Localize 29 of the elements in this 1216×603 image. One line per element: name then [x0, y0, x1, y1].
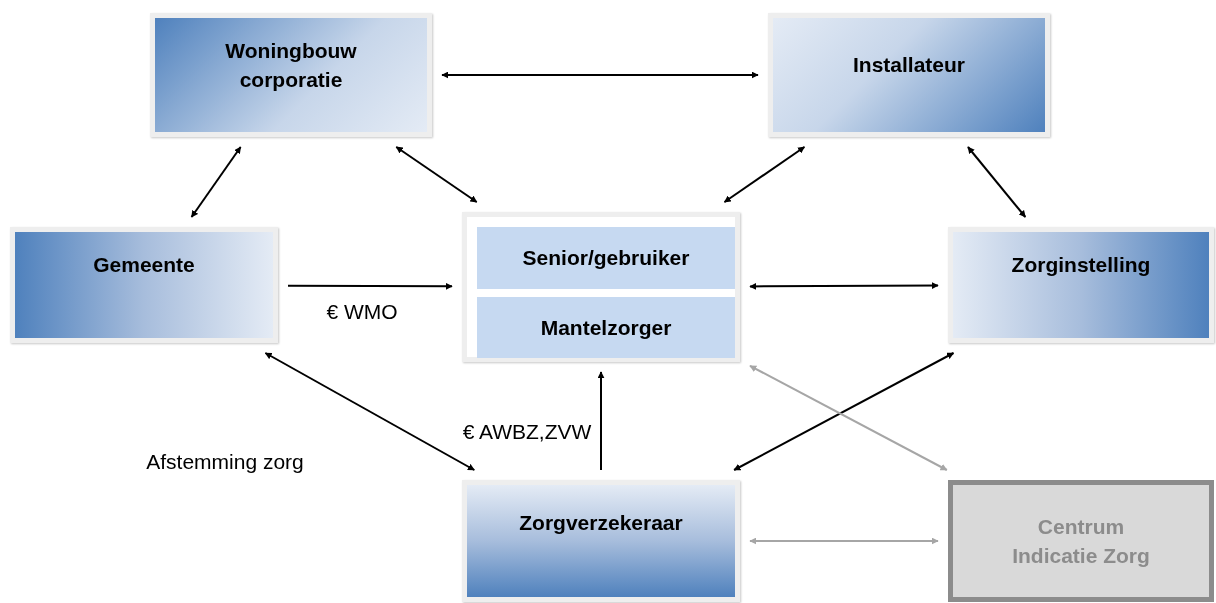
arrow [749, 282, 939, 290]
entity-name: Gemeente [92, 252, 196, 279]
group-box [462, 212, 740, 362]
entity-name: Installateur [851, 52, 966, 79]
arrow [441, 71, 759, 79]
entity-box [10, 227, 278, 343]
entity-box [477, 227, 735, 289]
entity-name: Woningbouw corporatie [224, 37, 358, 93]
entity-name: Zorginstelling [1010, 252, 1152, 279]
arrow [190, 146, 242, 218]
arrow [723, 146, 806, 203]
arrow [749, 537, 939, 545]
entity-box [462, 480, 740, 602]
arrow [733, 352, 955, 471]
arrow [287, 282, 453, 290]
entity-name: Centrum Indicatie Zorg [1011, 513, 1151, 569]
entity-box [948, 480, 1214, 602]
arrow [597, 371, 605, 471]
entity-box [768, 13, 1050, 137]
entity-name: Mantelzorger [539, 314, 673, 341]
arrow [749, 364, 948, 471]
entity-name: Senior/gebruiker [521, 245, 691, 272]
entity-box [477, 297, 735, 358]
entity-name: Zorgverzekeraar [518, 510, 684, 537]
entity-box [948, 227, 1214, 343]
arrow [264, 352, 476, 471]
entity-box [150, 13, 432, 137]
arrow [395, 146, 478, 203]
arrow [966, 146, 1027, 218]
